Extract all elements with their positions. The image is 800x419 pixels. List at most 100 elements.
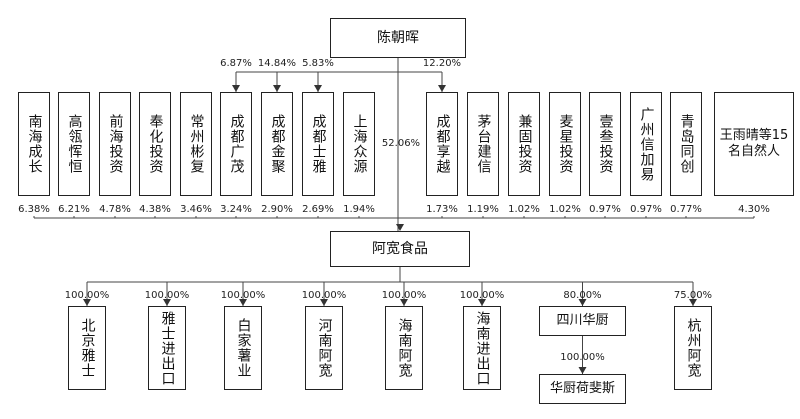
subsidiary-box-0: 北京雅士	[68, 306, 106, 390]
shareholder-stake-label-16: 4.30%	[738, 204, 770, 215]
shareholder-box-1: 高瓴恽恒	[58, 92, 90, 196]
arrow-head-icon	[400, 299, 408, 306]
controller-stake-label: 52.06%	[381, 138, 421, 149]
shareholder-stake-label-10: 1.19%	[467, 204, 499, 215]
shareholder-stake-label-7: 2.69%	[302, 204, 334, 215]
shareholder-stake-label-6: 2.90%	[261, 204, 293, 215]
shareholder-box-2-label: 前海投资	[107, 114, 124, 174]
arrow-head-icon	[83, 299, 91, 306]
subsidiary-box-0-label: 北京雅士	[79, 318, 96, 378]
shareholder-box-7: 成都士雅	[302, 92, 334, 196]
shareholder-stake-label-8: 1.94%	[343, 204, 375, 215]
arrow-head-icon	[239, 299, 247, 306]
shareholder-box-15-label: 青岛同创	[678, 114, 695, 174]
subsidiary-box-2-label: 白家薯业	[235, 318, 252, 378]
arrow-head-icon	[689, 299, 697, 306]
shareholder-box-15: 青岛同创	[670, 92, 702, 196]
shareholder-box-14-label: 广州信加易	[638, 106, 655, 182]
shareholder-box-3-label: 奉化投资	[147, 114, 164, 174]
subsidiary-box-6: 四川华厨	[539, 306, 626, 336]
subsidiary-stake-label-6: 80.00%	[563, 290, 602, 301]
arrow-head-icon	[273, 85, 281, 92]
shareholder-box-0-label: 南海成长	[26, 114, 43, 174]
shareholder-box-6: 成都金聚	[261, 92, 293, 196]
controlling-person-box: 陈朝晖	[330, 18, 466, 58]
subsidiary-stake-label-5: 100.00%	[459, 290, 505, 301]
subsidiary-stake-label-1: 100.00%	[144, 290, 190, 301]
controller-holding-label-9: 12.20%	[422, 58, 462, 69]
arrow-head-icon	[578, 299, 587, 306]
shareholder-box-10-label: 茅台建信	[475, 114, 492, 174]
shareholder-stake-label-2: 4.78%	[99, 204, 131, 215]
subsidiary-box-6-label: 四川华厨	[556, 313, 609, 328]
subsidiary-box-5-label: 海南进出口	[474, 310, 491, 386]
shareholder-stake-label-9: 1.73%	[426, 204, 458, 215]
shareholder-box-4-label: 常州彬复	[188, 114, 205, 174]
subsidiary-box-4: 海南阿宽	[385, 306, 423, 390]
shareholder-box-5-label: 成都广茂	[228, 114, 245, 174]
controller-arrow-icon	[396, 224, 404, 231]
shareholder-box-8: 上海众源	[343, 92, 375, 196]
shareholder-box-7-label: 成都士雅	[310, 114, 327, 174]
arrow-head-icon	[163, 299, 171, 306]
shareholder-box-14: 广州信加易	[630, 92, 662, 196]
shareholder-box-4: 常州彬复	[180, 92, 212, 196]
shareholder-stake-label-1: 6.21%	[58, 204, 90, 215]
subsidiary-stake-label-4: 100.00%	[381, 290, 427, 301]
shareholder-box-13-label: 壹叁投资	[597, 114, 614, 174]
shareholder-box-11: 兼固投资	[508, 92, 540, 196]
subsidiary-box-1-label: 雅士进出口	[159, 310, 176, 386]
shareholder-box-16-label: 王雨晴等15名自然人	[719, 128, 789, 159]
shareholder-box-1-label: 高瓴恽恒	[66, 114, 83, 174]
shareholder-box-8-label: 上海众源	[351, 114, 368, 174]
sub-subsidiary-box-label: 华厨荷斐斯	[549, 381, 615, 396]
shareholder-stake-label-4: 3.46%	[180, 204, 212, 215]
arrow-head-icon	[232, 85, 240, 92]
subsidiary-box-5: 海南进出口	[463, 306, 501, 390]
arrow-head-icon	[578, 367, 587, 374]
subsidiary-box-7: 杭州阿宽	[674, 306, 712, 390]
subsidiary-stake-label-7: 75.00%	[673, 290, 713, 301]
sub-subsidiary-box: 华厨荷斐斯	[539, 374, 626, 404]
company-box: 阿宽食品	[330, 231, 470, 267]
shareholder-box-0: 南海成长	[18, 92, 50, 196]
controller-holding-label-5: 6.87%	[220, 58, 252, 69]
controller-holding-label-6: 14.84%	[257, 58, 297, 69]
subsidiary-box-3: 河南阿宽	[305, 306, 343, 390]
shareholder-box-6-label: 成都金聚	[269, 114, 286, 174]
subsidiary-stake-label-0: 100.00%	[64, 290, 110, 301]
shareholder-box-9-label: 成都享越	[434, 114, 451, 174]
shareholder-stake-label-11: 1.02%	[508, 204, 540, 215]
subsidiary-stake-label-2: 100.00%	[220, 290, 266, 301]
shareholder-stake-label-5: 3.24%	[220, 204, 252, 215]
shareholder-box-2: 前海投资	[99, 92, 131, 196]
arrow-head-icon	[314, 85, 322, 92]
arrow-head-icon	[438, 85, 446, 92]
controlling-person-box-label: 陈朝晖	[377, 30, 419, 46]
subsidiary-box-4-label: 海南阿宽	[396, 318, 413, 378]
arrow-head-icon	[320, 299, 328, 306]
subsidiary-box-1: 雅士进出口	[148, 306, 186, 390]
shareholder-box-13: 壹叁投资	[589, 92, 621, 196]
shareholder-stake-label-15: 0.77%	[670, 204, 702, 215]
shareholder-box-10: 茅台建信	[467, 92, 499, 196]
shareholder-stake-label-12: 1.02%	[549, 204, 581, 215]
arrow-head-icon	[478, 299, 486, 306]
shareholder-stake-label-3: 4.38%	[139, 204, 171, 215]
controller-holding-label-7: 5.83%	[302, 58, 334, 69]
shareholder-box-16: 王雨晴等15名自然人	[714, 92, 794, 196]
company-box-label: 阿宽食品	[372, 241, 428, 257]
shareholder-stake-label-13: 0.97%	[589, 204, 621, 215]
shareholder-box-12: 麦星投资	[549, 92, 581, 196]
subsidiary-box-2: 白家薯业	[224, 306, 262, 390]
shareholder-stake-label-14: 0.97%	[630, 204, 662, 215]
sub-subsidiary-stake-label: 100.00%	[560, 352, 605, 363]
subsidiary-box-7-label: 杭州阿宽	[685, 318, 702, 378]
shareholder-box-9: 成都享越	[426, 92, 458, 196]
shareholder-box-11-label: 兼固投资	[516, 114, 533, 174]
shareholder-box-5: 成都广茂	[220, 92, 252, 196]
subsidiary-stake-label-3: 100.00%	[301, 290, 347, 301]
subsidiary-box-3-label: 河南阿宽	[316, 318, 333, 378]
